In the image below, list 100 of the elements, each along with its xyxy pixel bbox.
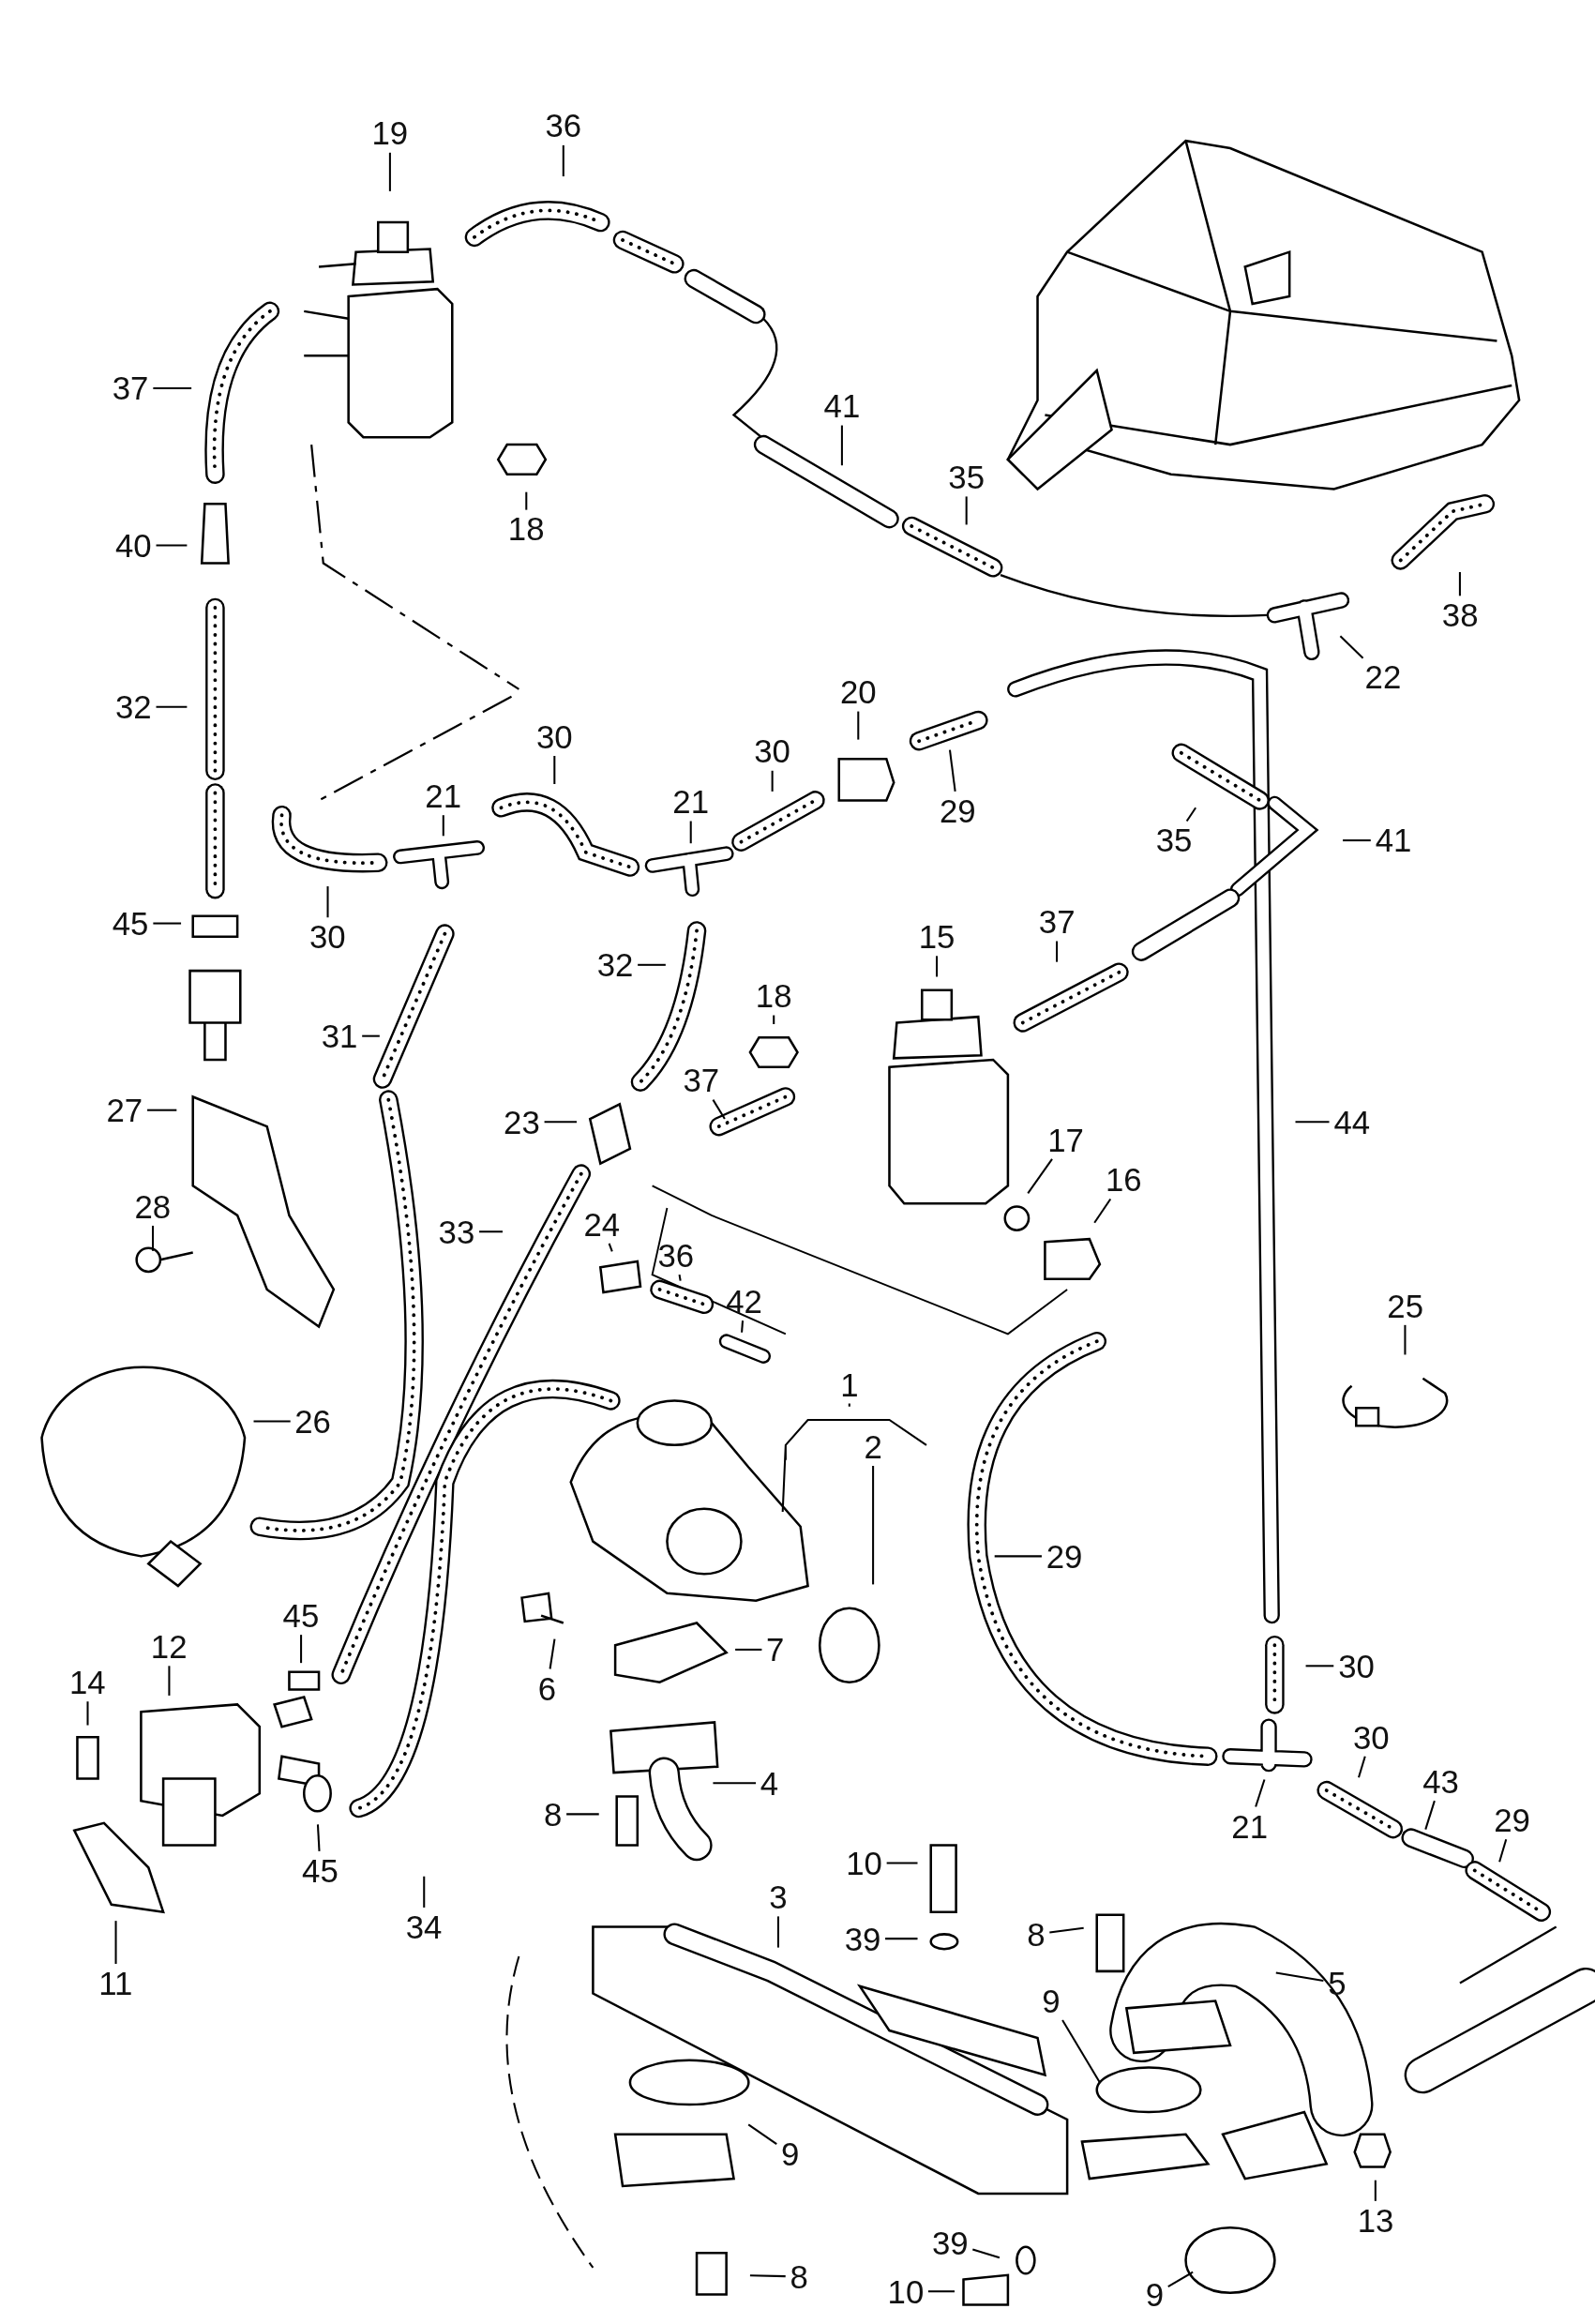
callout-number: 20 bbox=[840, 675, 877, 709]
leader-line bbox=[1305, 1665, 1334, 1668]
leader-line bbox=[678, 1274, 682, 1281]
callout-number: 35 bbox=[1155, 823, 1193, 857]
callout-number: 30 bbox=[535, 720, 573, 754]
leader-line bbox=[152, 1225, 155, 1251]
callout-number: 34 bbox=[405, 1910, 443, 1944]
callout-number: 14 bbox=[68, 1666, 106, 1699]
callout-number: 37 bbox=[1038, 905, 1076, 939]
callout-number: 24 bbox=[583, 1208, 621, 1242]
callout-number: 8 bbox=[790, 2260, 808, 2294]
callout-number: 45 bbox=[112, 907, 149, 941]
leader-line bbox=[1343, 839, 1371, 842]
callout-number: 16 bbox=[1105, 1163, 1142, 1197]
leader-line bbox=[994, 1555, 1042, 1558]
leader-line bbox=[566, 1813, 599, 1816]
leader-line bbox=[776, 1916, 779, 1948]
callout-number: 30 bbox=[1352, 1721, 1390, 1755]
callout-number: 45 bbox=[302, 1854, 339, 1888]
leader-line bbox=[713, 1782, 757, 1785]
leader-line bbox=[1027, 1158, 1053, 1194]
leader-line bbox=[1255, 1779, 1266, 1807]
leader-line bbox=[153, 387, 192, 390]
leader-line bbox=[326, 886, 329, 918]
callout-number: 26 bbox=[294, 1405, 331, 1439]
callout-number: 35 bbox=[948, 460, 986, 494]
leader-line bbox=[525, 491, 528, 510]
leader-line bbox=[1275, 1971, 1324, 1982]
callout-number: 27 bbox=[106, 1094, 143, 1127]
leader-line bbox=[562, 144, 564, 177]
leader-line bbox=[362, 1034, 380, 1037]
leader-line bbox=[316, 1824, 321, 1851]
leader-line bbox=[872, 1465, 875, 1585]
leader-line bbox=[936, 956, 939, 977]
callout-number: 21 bbox=[425, 779, 461, 813]
callout-number: 30 bbox=[754, 735, 790, 768]
leader-line bbox=[156, 544, 188, 547]
leader-line bbox=[886, 1862, 918, 1864]
callout-number: 1 bbox=[840, 1368, 859, 1401]
leader-line bbox=[1458, 572, 1461, 596]
leader-line bbox=[147, 1109, 177, 1111]
callout-number: 32 bbox=[114, 690, 152, 724]
leader-line bbox=[773, 1015, 775, 1025]
leader-line bbox=[749, 2274, 786, 2278]
callout-number: 12 bbox=[150, 1630, 188, 1664]
callout-number: 45 bbox=[282, 1599, 320, 1633]
callout-number: 2 bbox=[864, 1430, 882, 1464]
callout-number: 7 bbox=[766, 1634, 785, 1667]
callout-number: 15 bbox=[918, 920, 955, 954]
callout-number: 8 bbox=[544, 1798, 563, 1832]
callout-number: 17 bbox=[1047, 1124, 1084, 1157]
callout-number: 10 bbox=[887, 2275, 925, 2309]
leader-line bbox=[388, 152, 391, 191]
leader-line bbox=[1049, 1926, 1084, 1934]
leader-line bbox=[1339, 635, 1364, 659]
callout-number: 5 bbox=[1328, 1967, 1347, 2000]
callout-number: 37 bbox=[683, 1064, 720, 1097]
leader-line bbox=[741, 1320, 745, 1333]
callout-number: 29 bbox=[939, 794, 976, 828]
leader-line bbox=[442, 815, 444, 837]
leader-line bbox=[156, 705, 188, 708]
leader-line bbox=[608, 1243, 613, 1252]
callout-number: 31 bbox=[321, 1019, 358, 1053]
callout-number: 36 bbox=[545, 109, 582, 143]
leader-line bbox=[1185, 807, 1196, 822]
leader-line bbox=[927, 2290, 955, 2293]
callout-number: 8 bbox=[1027, 1918, 1046, 1952]
callout-number: 10 bbox=[846, 1847, 882, 1880]
callout-number: 28 bbox=[134, 1190, 172, 1224]
callout-number: 39 bbox=[932, 2226, 969, 2260]
callout-number: 9 bbox=[1042, 1984, 1061, 2018]
callout-number: 3 bbox=[769, 1881, 788, 1914]
callout-number: 18 bbox=[755, 979, 792, 1013]
leader-line bbox=[1295, 1121, 1330, 1124]
callout-number: 21 bbox=[672, 785, 709, 819]
callout-number: 42 bbox=[726, 1285, 762, 1319]
leader-line bbox=[771, 770, 774, 792]
callout-number: 38 bbox=[1441, 598, 1479, 632]
callout-number: 9 bbox=[1145, 2278, 1165, 2312]
callout-number: 40 bbox=[114, 529, 152, 563]
callout-number: 11 bbox=[98, 1967, 133, 2000]
leader-line bbox=[423, 1876, 426, 1908]
callout-number: 39 bbox=[844, 1923, 881, 1956]
leader-line bbox=[781, 1402, 927, 1513]
callout-number: 29 bbox=[1046, 1540, 1083, 1574]
leader-line bbox=[1498, 1838, 1508, 1863]
leader-line bbox=[1167, 2271, 1194, 2287]
leader-line bbox=[114, 1921, 117, 1964]
callout-number: 19 bbox=[371, 116, 409, 150]
leader-line bbox=[86, 1701, 89, 1726]
callout-number: 33 bbox=[438, 1215, 475, 1249]
callout-number: 41 bbox=[1375, 823, 1412, 857]
leader-line bbox=[712, 1099, 726, 1120]
callout-number: 41 bbox=[823, 389, 861, 423]
callout-number: 13 bbox=[1357, 2204, 1394, 2238]
leader-line bbox=[553, 756, 556, 784]
leader-line bbox=[1061, 2019, 1101, 2083]
callout-number: 4 bbox=[760, 1767, 779, 1801]
callout-number: 36 bbox=[657, 1239, 695, 1273]
leader-line bbox=[747, 2123, 777, 2145]
